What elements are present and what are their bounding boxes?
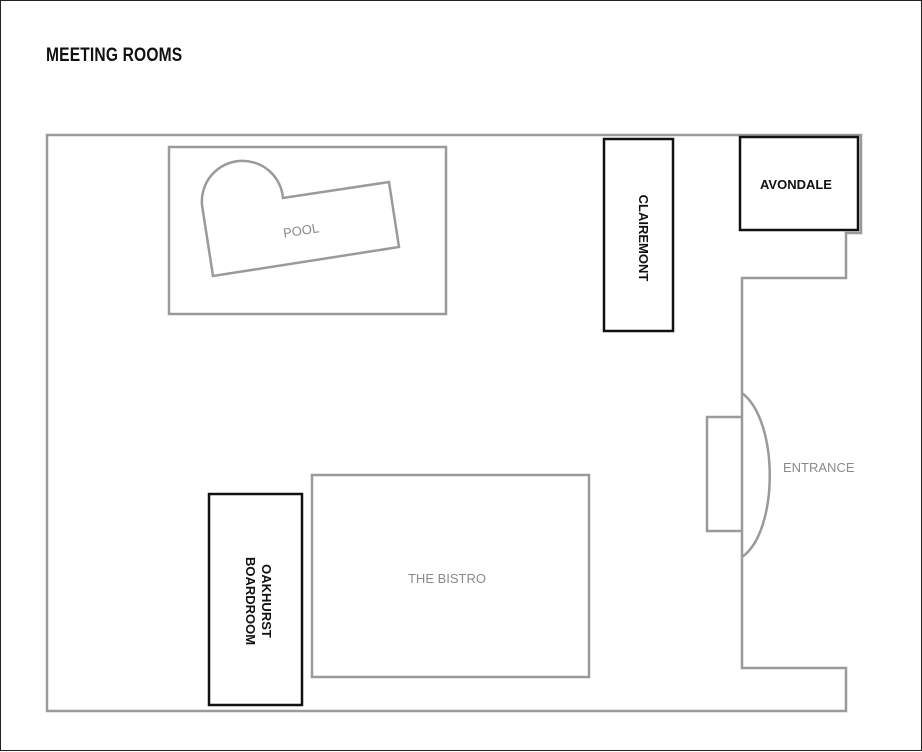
entrance-arc — [741, 392, 771, 559]
room-the-bistro[interactable] — [310, 473, 591, 679]
page-title: MEETING ROOMS — [46, 45, 183, 66]
bistro-label: THE BISTRO — [408, 571, 486, 586]
avondale-label: AVONDALE — [760, 177, 832, 192]
pool-label: POOL — [282, 220, 320, 240]
clairemont-label: CLAIREMONT — [636, 195, 651, 282]
oakhurst-label-line2: BOARDROOM — [243, 557, 258, 645]
entrance-vestibule — [705, 415, 742, 533]
entrance-label: ENTRANCE — [783, 460, 855, 475]
room-clairemont[interactable] — [602, 137, 675, 333]
oakhurst-label-line1: OAKHURST — [259, 564, 274, 638]
pool-shape — [200, 159, 401, 278]
room-avondale[interactable] — [738, 135, 860, 232]
pool-area — [167, 145, 448, 316]
building-outline — [45, 133, 863, 713]
room-oakhurst-boardroom[interactable] — [207, 492, 304, 707]
